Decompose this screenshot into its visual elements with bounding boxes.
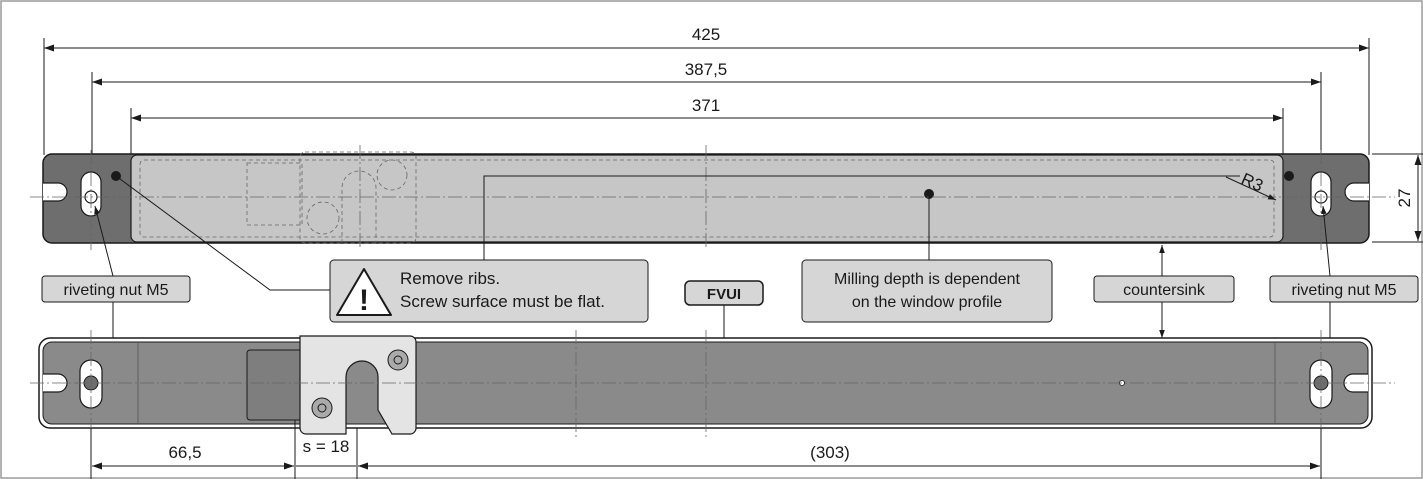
dim-plate-thickness: s = 18: [303, 437, 350, 456]
riveting-nut-left-text: riveting nut M5: [64, 282, 169, 299]
dim-hole-to-plate: 66,5: [168, 443, 201, 462]
svg-text:!: !: [359, 284, 369, 317]
warning-line1: Remove ribs.: [400, 269, 500, 288]
milling-depth-box: Milling depth is dependent on the window…: [801, 259, 1053, 323]
milling-line2: on the window profile: [852, 294, 1002, 311]
warning-triangle-icon: !: [336, 268, 392, 317]
warning-line2: Screw surface must be flat.: [400, 292, 605, 311]
dimension-hole-distance: 387,5: [91, 60, 1322, 155]
milling-line1: Milling depth is dependent: [834, 271, 1020, 288]
dimension-height: 27: [1372, 153, 1423, 243]
countersink-box: countersink: [1093, 275, 1235, 303]
fvui-badge-text: FVUI: [707, 286, 741, 303]
dimension-overall: 425: [43, 25, 1370, 155]
dim-height: 27: [1395, 189, 1414, 208]
dim-overall-length: 425: [692, 25, 720, 44]
riveting-nut-right-text: riveting nut M5: [1292, 282, 1397, 299]
dim-hole-distance: 387,5: [685, 60, 728, 79]
countersink-text: countersink: [1123, 282, 1206, 299]
dimension-plate-thickness: s = 18: [296, 428, 358, 479]
fvui-badge: FVUI: [684, 280, 764, 306]
label-riveting-nut-right: riveting nut M5: [1269, 275, 1419, 303]
dimension-hole-to-plate: 66,5: [90, 420, 296, 479]
milling-area: [130, 154, 1284, 243]
bottom-part: [30, 330, 1395, 440]
top-part: R3: [30, 145, 1395, 250]
warning-box: ! Remove ribs. Screw surface must be fla…: [329, 259, 649, 323]
dimension-milling-length: 371: [130, 96, 1284, 155]
dim-milling-length: 371: [692, 96, 720, 115]
label-riveting-nut-left: riveting nut M5: [41, 275, 191, 303]
dim-remaining: (303): [810, 443, 850, 462]
dimension-remaining: (303): [358, 428, 1322, 479]
